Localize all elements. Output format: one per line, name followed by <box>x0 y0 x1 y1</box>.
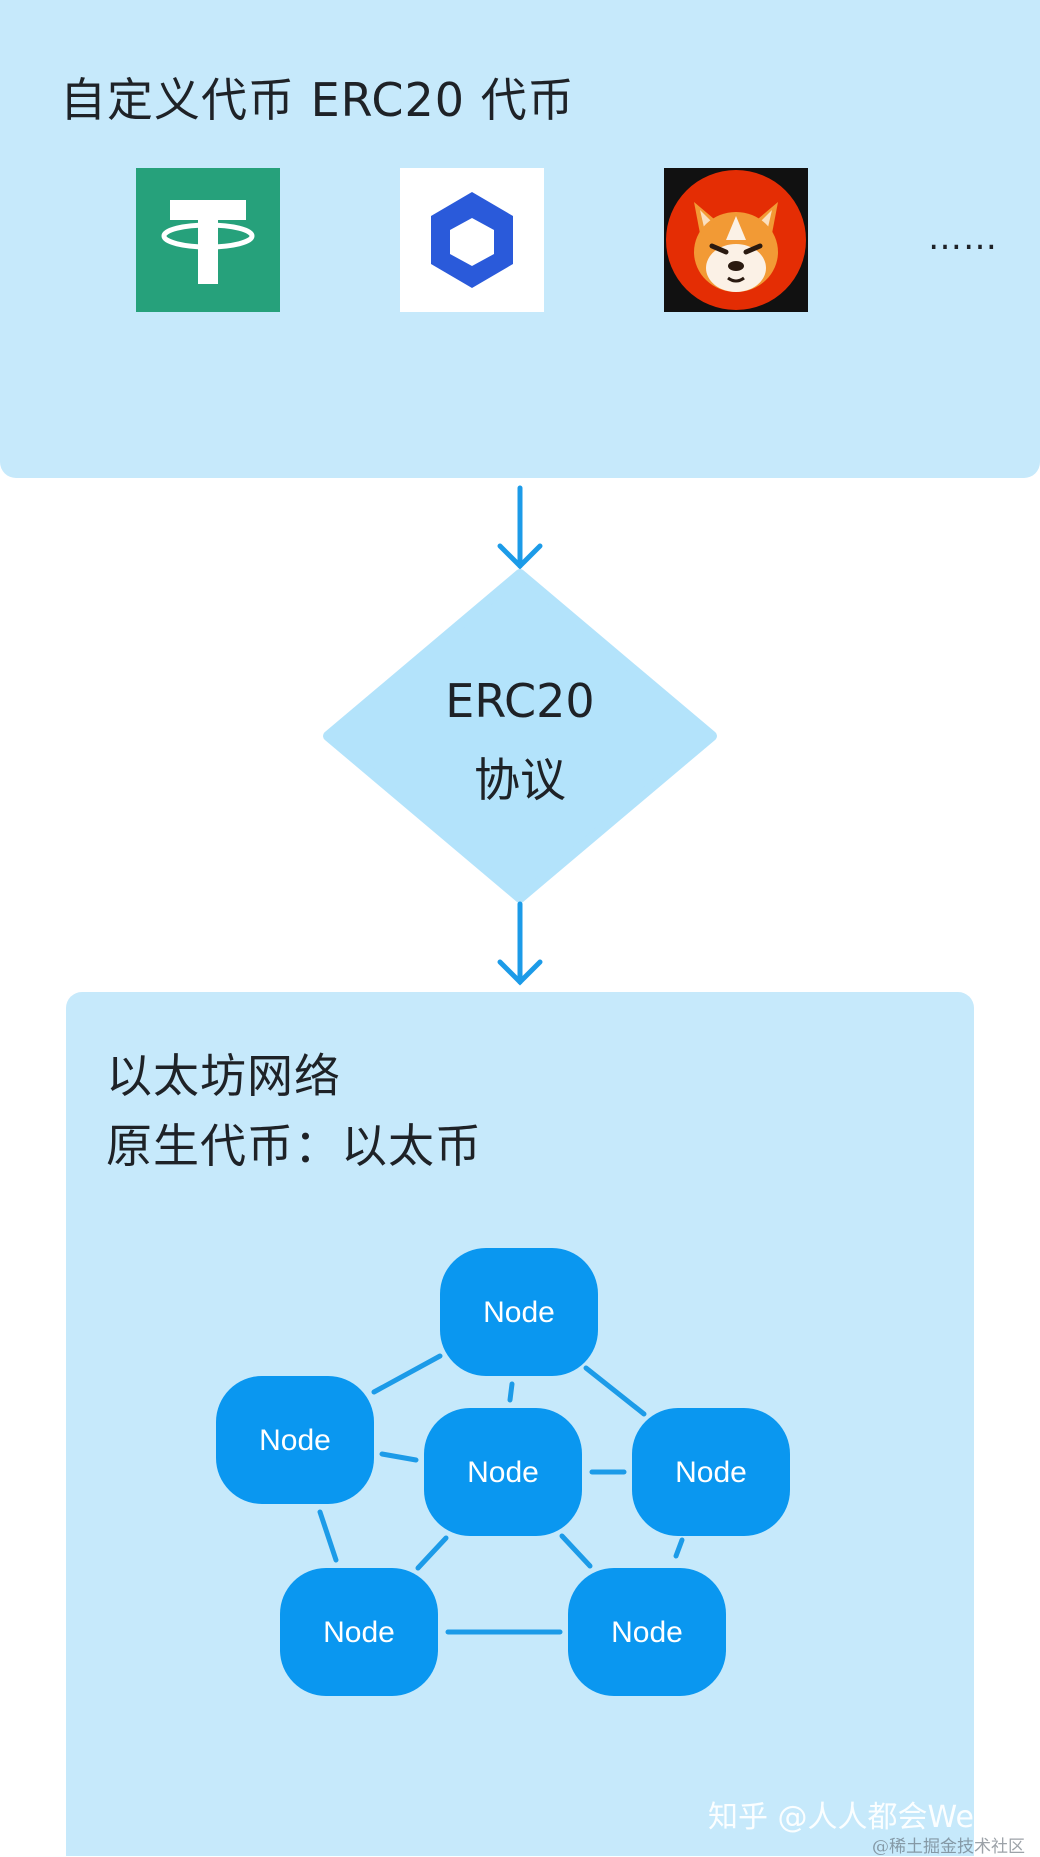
edge <box>415 1535 449 1571</box>
edge <box>559 1533 593 1569</box>
node-label: Node <box>675 1456 747 1489</box>
protocol-flow <box>323 485 717 986</box>
network-node: Node <box>568 1568 726 1696</box>
node-label: Node <box>483 1296 555 1329</box>
node-label: Node <box>323 1616 395 1649</box>
node-label: Node <box>467 1456 539 1489</box>
network-node: Node <box>632 1408 790 1536</box>
juejin-watermark: @稀土掘金技术社区 <box>872 1837 1025 1857</box>
network-node: Node <box>424 1408 582 1536</box>
node-label: Node <box>259 1424 331 1457</box>
edge <box>379 1451 419 1463</box>
edge <box>583 1365 647 1417</box>
custom-token-title: 自定义代币 ERC20 代币 <box>60 73 575 127</box>
network-node: Node <box>440 1248 598 1376</box>
tether-icon <box>136 168 280 312</box>
edge <box>673 1537 685 1559</box>
erc20-protocol-diamond <box>323 569 717 903</box>
network-title: 以太坊网络 <box>106 1049 341 1103</box>
edge <box>371 1353 443 1395</box>
chainlink-icon <box>400 168 544 312</box>
edge <box>507 1381 515 1403</box>
arrow-down-icon <box>497 485 543 570</box>
arrow-down-icon <box>497 901 543 986</box>
edge <box>317 1509 339 1563</box>
protocol-name: ERC20 <box>445 674 595 728</box>
custom-token-panel: 自定义代币 ERC20 代币 <box>0 0 1040 478</box>
node-label: Node <box>611 1616 683 1649</box>
shiba-inu-icon <box>664 168 808 312</box>
protocol-label: 协议 <box>474 753 566 807</box>
more-tokens-ellipsis: …… <box>928 218 998 258</box>
zhihu-watermark: 知乎 @人人都会Web3 <box>708 1800 1013 1835</box>
network-node: Node <box>216 1376 374 1504</box>
network-node: Node <box>280 1568 438 1696</box>
native-token-label: 原生代币：以太币 <box>106 1119 482 1173</box>
